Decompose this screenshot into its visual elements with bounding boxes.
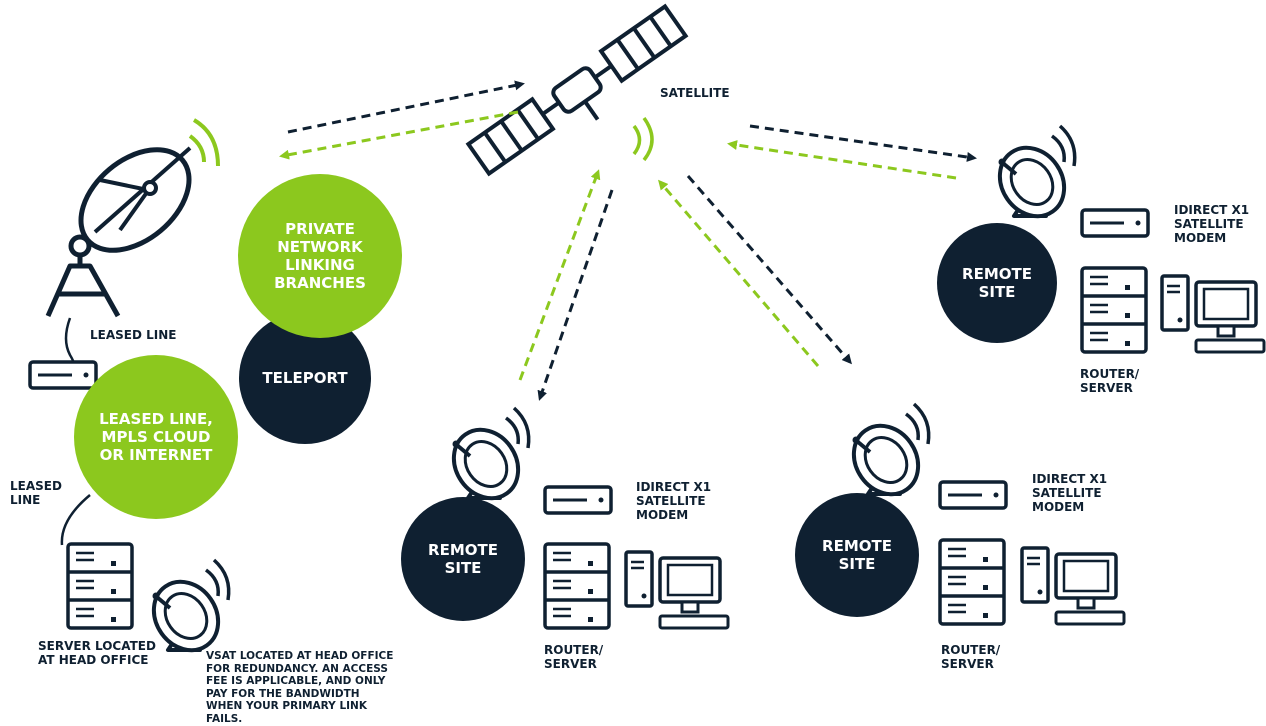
remote-site-label-center: REMOTE SITE <box>428 541 498 577</box>
remote-site-circle-rightcenter <box>795 493 919 617</box>
router-server-label-rightcenter: ROUTER/ SERVER <box>941 643 1001 671</box>
satellite-icon <box>465 3 689 177</box>
vsat-note: VSAT LOCATED AT HEAD OFFICE FOR REDUNDAN… <box>206 650 394 725</box>
modem-label-rightcenter: IDIRECT X1 SATELLITE MODEM <box>1032 472 1108 514</box>
modem-icon-center <box>543 485 613 515</box>
link-arrows <box>279 80 977 401</box>
server-rack-icon-head <box>66 542 134 630</box>
modem-label-center: IDIRECT X1 SATELLITE MODEM <box>636 480 712 522</box>
computer-icon-topright <box>1160 274 1266 354</box>
leased-mpls-label: LEASED LINE, MPLS CLOUD OR INTERNET <box>99 410 213 464</box>
teleport-dish-icon <box>45 118 220 318</box>
satellite-label: SATELLITE <box>660 86 730 100</box>
remote-site-circle-topright <box>937 223 1057 343</box>
private-network-circle <box>238 174 402 338</box>
router-server-label-center: ROUTER/ SERVER <box>544 643 604 671</box>
computer-icon-center <box>624 550 730 630</box>
router-server-label-topright: ROUTER/ SERVER <box>1080 367 1140 395</box>
teleport-label: TELEPORT <box>262 369 348 387</box>
modem-icon-head <box>28 360 98 390</box>
server-rack-icon-topright <box>1080 266 1148 354</box>
private-network-label: PRIVATE NETWORK LINKING BRANCHES <box>274 220 366 292</box>
vsat-dish-icon-topright <box>984 124 1080 231</box>
vsat-dish-icon-center <box>438 406 534 513</box>
leased-line-label-top: LEASED LINE <box>90 328 177 342</box>
leased-mpls-circle <box>74 355 238 519</box>
teleport-circle <box>239 312 371 444</box>
leased-line-label-left: LEASED LINE <box>10 479 62 507</box>
server-rack-icon-rightcenter <box>938 538 1006 626</box>
vsat-dish-icon-rightcenter <box>838 402 934 509</box>
modem-label-topright: IDIRECT X1 SATELLITE MODEM <box>1174 203 1250 245</box>
remote-site-circle-center <box>401 497 525 621</box>
modem-icon-rightcenter <box>938 480 1008 510</box>
server-head-office-label: SERVER LOCATED AT HEAD OFFICE <box>38 639 156 667</box>
modem-icon-topright <box>1080 208 1150 238</box>
server-rack-icon-center <box>543 542 611 630</box>
remote-site-label-topright: REMOTE SITE <box>962 265 1032 301</box>
computer-icon-rightcenter <box>1020 546 1126 626</box>
remote-site-label-rightcenter: REMOTE SITE <box>822 537 892 573</box>
